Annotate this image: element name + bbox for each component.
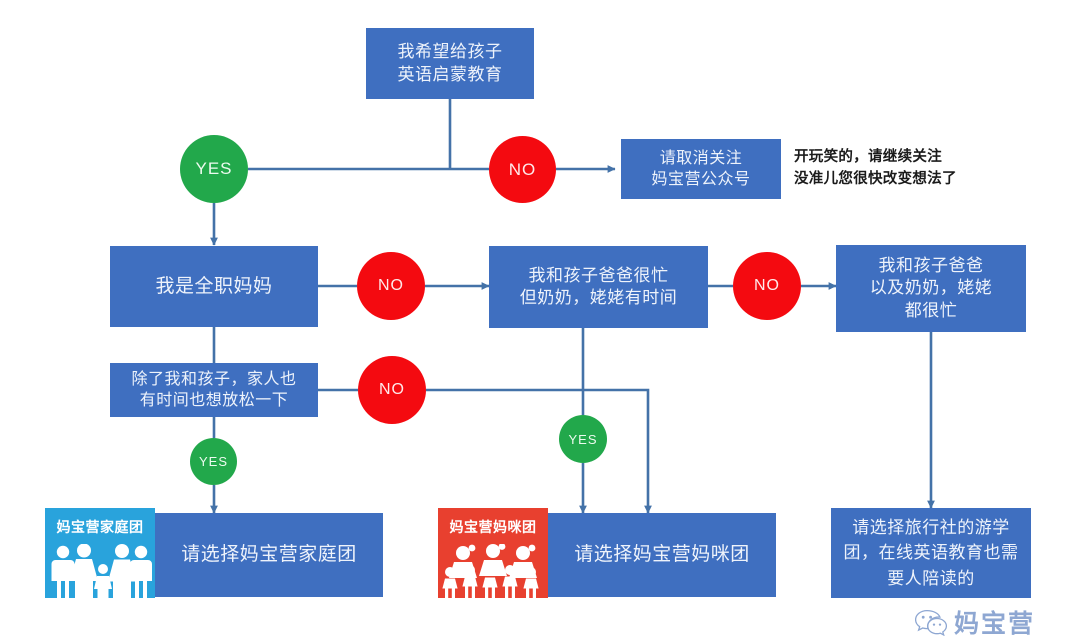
node-start: 我希望给孩子 英语启蒙教育: [366, 28, 534, 99]
family-group-icon: [45, 537, 155, 598]
node-all-busy: 我和孩子爸爸 以及奶奶，姥姥 都很忙: [836, 245, 1026, 332]
edge-no4-to-choosemom: [426, 388, 652, 514]
node-yes-1: YES: [180, 135, 248, 203]
tile-mom-label: 妈宝营妈咪团: [449, 519, 537, 535]
node-no-1: NO: [489, 136, 556, 203]
node-no-3: NO: [733, 252, 801, 320]
node-choose-family: 请选择妈宝营家庭团: [155, 513, 383, 597]
mothers-group-icon: [438, 537, 548, 598]
node-parents-busy: 我和孩子爸爸很忙 但奶奶，姥姥有时间: [489, 246, 708, 328]
joke-note: 开玩笑的，请继续关注 没准儿您很快改变想法了: [794, 149, 957, 188]
node-no-4: NO: [358, 356, 426, 424]
tile-mom-group: 妈宝营妈咪团: [438, 508, 548, 598]
watermark: 妈宝营: [915, 604, 1035, 640]
watermark-text: 妈宝营: [954, 610, 1036, 638]
node-unfollow: 请取消关注 妈宝营公众号: [621, 139, 781, 199]
node-no-2: NO: [357, 252, 425, 320]
node-choose-travel: 请选择旅行社的游学团，在线英语教育也需要人陪读的: [831, 508, 1031, 598]
node-family-relax: 除了我和孩子，家人也 有时间也想放松一下: [110, 363, 318, 417]
node-yes-3: YES: [190, 438, 237, 485]
node-yes-2: YES: [559, 415, 607, 463]
wechat-icon: [915, 609, 947, 636]
node-choose-mom: 请选择妈宝营妈咪团: [548, 513, 776, 597]
tile-family-label: 妈宝营家庭团: [56, 519, 144, 535]
node-fulltime-mom: 我是全职妈妈: [110, 246, 318, 327]
tile-family-group: 妈宝营家庭团: [45, 508, 155, 598]
